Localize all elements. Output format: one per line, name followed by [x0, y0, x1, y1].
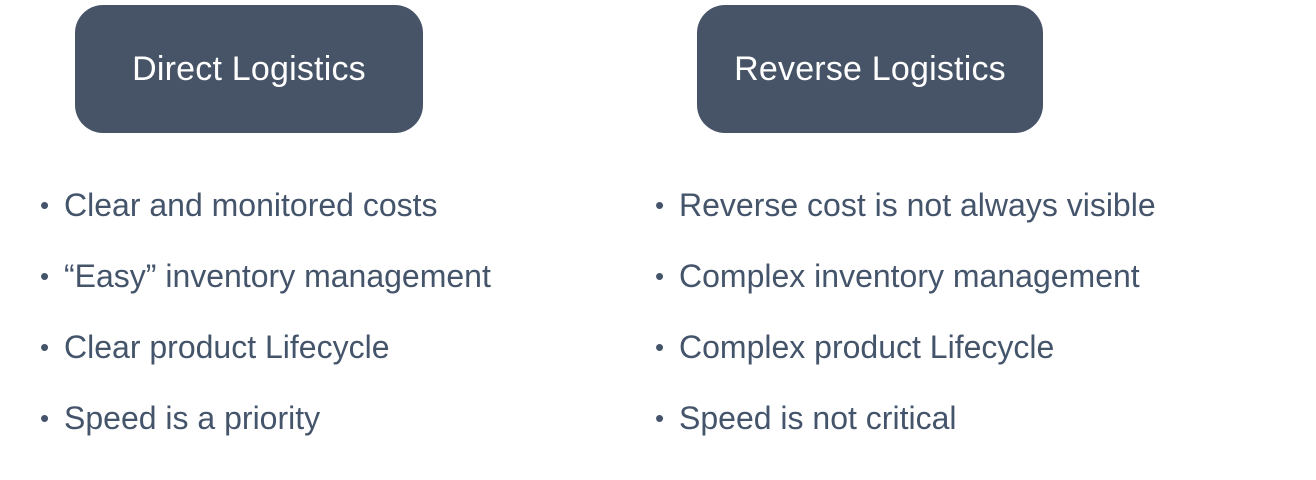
list-item: • “Easy” inventory management: [40, 254, 491, 298]
list-item-text: Speed is a priority: [64, 400, 321, 436]
list-item: • Speed is not critical: [655, 396, 1156, 440]
list-item: • Clear and monitored costs: [40, 183, 491, 227]
header-box-reverse-logistics: Reverse Logistics: [697, 5, 1043, 133]
bullet-icon: •: [655, 403, 665, 433]
list-item: • Complex product Lifecycle: [655, 325, 1156, 369]
bullet-icon: •: [40, 403, 50, 433]
list-item-text: Complex product Lifecycle: [679, 329, 1055, 365]
list-item-text: Clear and monitored costs: [64, 187, 438, 223]
list-item-text: Clear product Lifecycle: [64, 329, 390, 365]
list-item-text: “Easy” inventory management: [64, 258, 491, 294]
bullet-icon: •: [40, 190, 50, 220]
list-item: • Clear product Lifecycle: [40, 325, 491, 369]
bullet-icon: •: [655, 332, 665, 362]
list-item-text: Reverse cost is not always visible: [679, 187, 1156, 223]
bullet-icon: •: [655, 190, 665, 220]
bullet-list-reverse: • Reverse cost is not always visible • C…: [655, 183, 1156, 440]
bullet-icon: •: [655, 261, 665, 291]
list-item: • Complex inventory management: [655, 254, 1156, 298]
column-title-reverse: Reverse Logistics: [734, 49, 1006, 88]
bullet-icon: •: [40, 261, 50, 291]
bullet-list-direct: • Clear and monitored costs • “Easy” inv…: [40, 183, 491, 440]
column-title-direct: Direct Logistics: [132, 49, 366, 88]
header-box-direct-logistics: Direct Logistics: [75, 5, 423, 133]
list-item-text: Complex inventory management: [679, 258, 1140, 294]
bullet-icon: •: [40, 332, 50, 362]
list-item: • Speed is a priority: [40, 396, 491, 440]
list-item: • Reverse cost is not always visible: [655, 183, 1156, 227]
list-item-text: Speed is not critical: [679, 400, 957, 436]
